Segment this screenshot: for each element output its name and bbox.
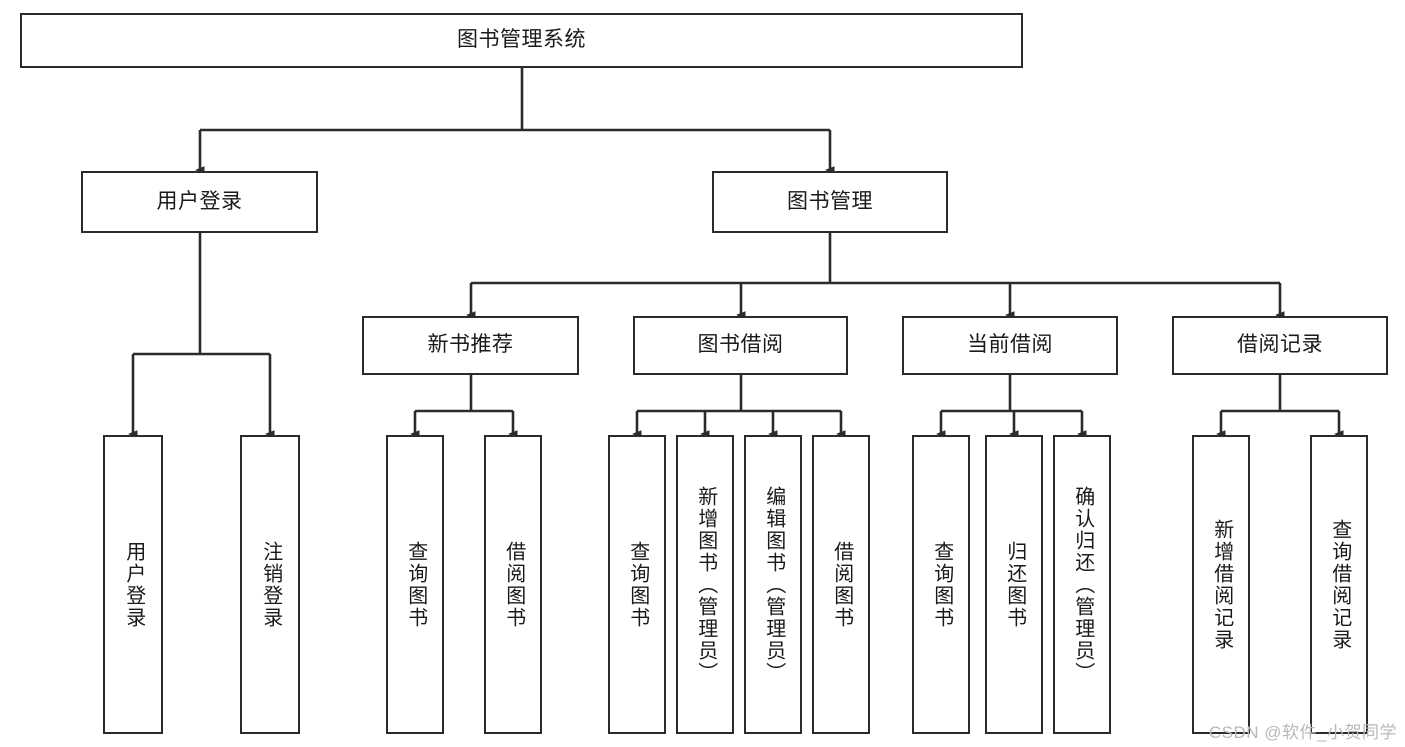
node-label-book-borrow: 图书借阅 — [697, 333, 784, 357]
node-label-leaf-add-book: 新增图书（管理员） — [694, 485, 717, 684]
node-label-leaf-confirm-return: 确认归还（管理员） — [1071, 485, 1094, 684]
node-label-leaf-user-login: 用户登录 — [122, 540, 145, 629]
node-root[interactable]: 图书管理系统 — [20, 13, 1023, 68]
node-leaf-query-book-2[interactable]: 查询图书 — [608, 435, 666, 734]
node-label-leaf-add-record: 新增借阅记录 — [1210, 518, 1233, 651]
node-label-borrow-record: 借阅记录 — [1237, 333, 1323, 357]
node-leaf-query-book-1[interactable]: 查询图书 — [386, 435, 444, 734]
node-label-current-borrow: 当前借阅 — [967, 333, 1053, 357]
node-leaf-logout-login[interactable]: 注销登录 — [240, 435, 300, 734]
node-book-manage[interactable]: 图书管理 — [712, 171, 948, 233]
node-borrow-record[interactable]: 借阅记录 — [1172, 316, 1388, 375]
node-leaf-query-book-3[interactable]: 查询图书 — [912, 435, 970, 734]
node-leaf-user-login[interactable]: 用户登录 — [103, 435, 163, 734]
node-leaf-query-record[interactable]: 查询借阅记录 — [1310, 435, 1368, 734]
node-label-leaf-query-book-2: 查询图书 — [626, 540, 649, 629]
node-leaf-add-book[interactable]: 新增图书（管理员） — [676, 435, 734, 734]
node-leaf-return-book[interactable]: 归还图书 — [985, 435, 1043, 734]
node-label-user-login: 用户登录 — [156, 189, 243, 213]
node-new-book-recommend[interactable]: 新书推荐 — [362, 316, 579, 375]
node-label-new-book-recommend: 新书推荐 — [427, 333, 514, 357]
node-label-leaf-borrow-book-2: 借阅图书 — [830, 540, 853, 629]
node-leaf-borrow-book-2[interactable]: 借阅图书 — [812, 435, 870, 734]
node-leaf-confirm-return[interactable]: 确认归还（管理员） — [1053, 435, 1111, 734]
node-label-leaf-logout-login: 注销登录 — [259, 540, 282, 629]
node-label-leaf-borrow-book-1: 借阅图书 — [502, 540, 525, 629]
node-label-leaf-query-book-3: 查询图书 — [930, 540, 953, 629]
node-label-root: 图书管理系统 — [457, 28, 586, 52]
node-current-borrow[interactable]: 当前借阅 — [902, 316, 1118, 375]
node-book-borrow[interactable]: 图书借阅 — [633, 316, 848, 375]
node-label-leaf-query-record: 查询借阅记录 — [1328, 518, 1351, 651]
node-label-leaf-return-book: 归还图书 — [1003, 540, 1026, 629]
node-label-leaf-edit-book: 编辑图书（管理员） — [762, 485, 785, 684]
node-leaf-borrow-book-1[interactable]: 借阅图书 — [484, 435, 542, 734]
node-label-leaf-query-book-1: 查询图书 — [404, 540, 427, 629]
node-leaf-add-record[interactable]: 新增借阅记录 — [1192, 435, 1250, 734]
node-user-login[interactable]: 用户登录 — [81, 171, 318, 233]
node-leaf-edit-book[interactable]: 编辑图书（管理员） — [744, 435, 802, 734]
node-label-book-manage: 图书管理 — [787, 189, 873, 213]
watermark-text: CSDN @软件_小贺同学 — [1208, 723, 1397, 742]
